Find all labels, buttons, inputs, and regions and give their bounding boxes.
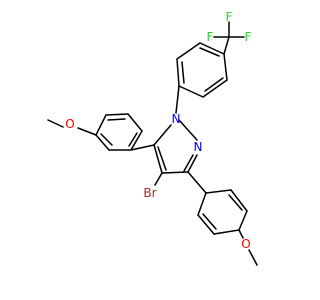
oxygen-label: O	[241, 237, 250, 251]
nitrogen-label: N	[194, 140, 203, 154]
methoxyphenyl-bottom	[187, 171, 258, 266]
methoxyphenyl-left	[47, 113, 155, 151]
oxygen-label: O	[65, 117, 74, 131]
bromine-bond	[154, 172, 163, 186]
molecule-structure: N N Br O O F F F	[47, 10, 258, 266]
bromine-label: Br	[143, 186, 156, 200]
fluorine-label: F	[245, 30, 252, 44]
fluorine-label: F	[226, 10, 233, 24]
fluorine-label: F	[207, 30, 214, 44]
trifluoromethylbenzyl-group	[175, 21, 245, 114]
pyrazole-ring	[153, 119, 198, 174]
nitrogen-label: N	[172, 112, 181, 126]
